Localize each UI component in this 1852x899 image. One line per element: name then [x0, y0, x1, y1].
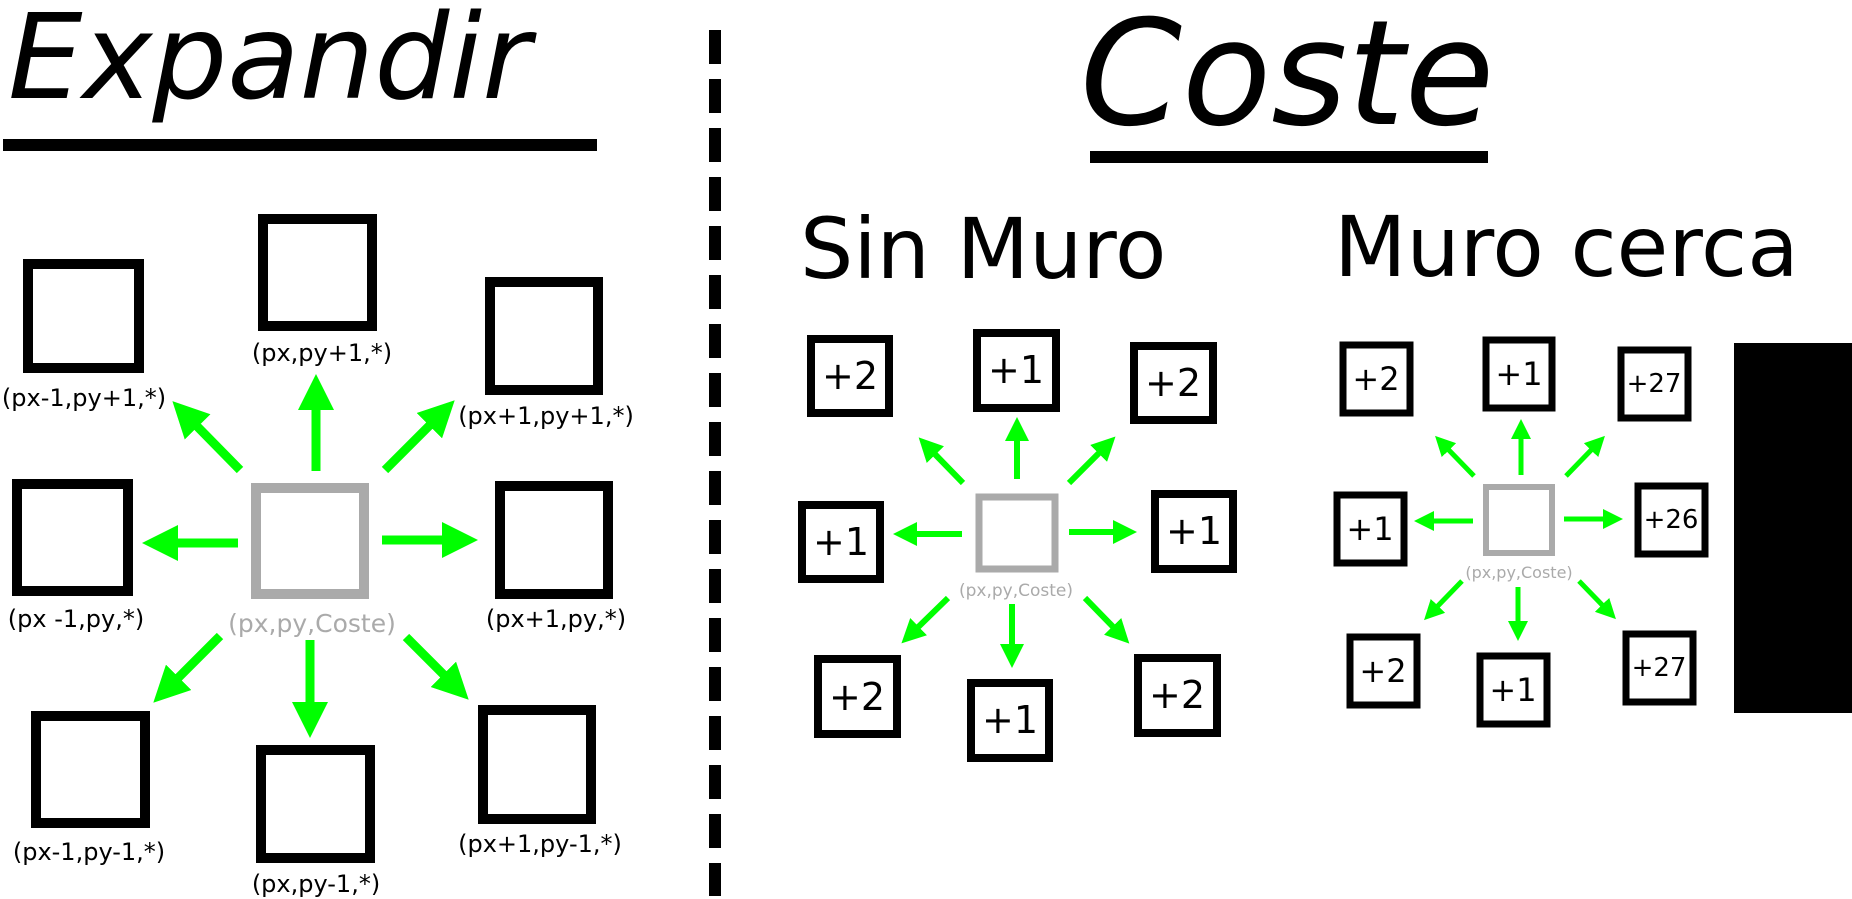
neighbor-box-ne — [485, 277, 603, 395]
muro-cerca-center-label: (px,py,Coste) — [1465, 563, 1572, 582]
neighbor-box-sw — [31, 711, 150, 828]
coste-title-underline — [1090, 151, 1488, 163]
muro-cerca-box-nw — [1339, 341, 1414, 417]
label-s: (px,py-1,*) — [252, 870, 380, 898]
sin-muro-cost-ne: +2 — [1145, 361, 1201, 405]
sin-muro-box-se — [1134, 654, 1221, 737]
muro-cerca-cost-ne: +27 — [1627, 369, 1682, 399]
arrow-sw — [153, 632, 224, 703]
muro-cerca-center-box — [1483, 484, 1555, 556]
sin-muro-box-s — [967, 679, 1053, 762]
muro-cerca-title: Muro cerca — [1334, 198, 1799, 296]
muro-cerca-box-se — [1622, 630, 1697, 706]
sin-muro-center-box — [975, 493, 1059, 573]
expandir-title-underline — [3, 139, 597, 151]
muro-cerca-cost-e: +26 — [1644, 505, 1699, 535]
muro-cerca-cost-se: +27 — [1632, 653, 1687, 683]
coste-title: Coste — [1080, 0, 1494, 159]
neighbor-box-w — [12, 479, 133, 596]
neighbor-box-e — [495, 481, 613, 599]
muro-cerca-arrow-ne — [1564, 435, 1605, 478]
sin-muro-cost-sw: +2 — [829, 675, 885, 719]
sin-muro-cost-s: +1 — [982, 698, 1038, 742]
muro-cerca-box-e — [1634, 482, 1709, 558]
muro-cerca-cost-w: +1 — [1346, 510, 1393, 548]
sin-muro-title: Sin Muro — [800, 200, 1166, 298]
arrow-ne — [381, 400, 455, 474]
sin-muro-cost-nw: +2 — [822, 354, 878, 398]
arrow-nw — [172, 401, 244, 474]
sin-muro-arrow-se — [1082, 595, 1130, 644]
sin-muro-box-n — [973, 329, 1060, 412]
label-se: (px+1,py-1,*) — [458, 830, 622, 858]
sin-muro-box-e — [1151, 490, 1237, 573]
sin-muro-box-sw — [814, 655, 901, 738]
label-w: (px -1,py,*) — [8, 605, 144, 633]
sin-muro-group: Sin Muro +2 +1 +2 +1 +1 +2 +1 +2 (px,py,… — [798, 200, 1237, 762]
center-node-label: (px,py,Coste) — [228, 609, 396, 638]
muro-cerca-box-w — [1333, 491, 1408, 567]
label-e: (px+1,py,*) — [486, 605, 626, 633]
sin-muro-arrow-ne — [1066, 436, 1116, 486]
neighbor-box-s — [256, 745, 375, 863]
muro-cerca-box-s — [1476, 652, 1551, 728]
expandir-panel: Expandir (px,py,Coste) (px,py+1,*) (px-1… — [2, 0, 634, 898]
wall-block — [1734, 343, 1852, 713]
sin-muro-box-ne — [1130, 342, 1217, 424]
coste-panel: Coste Sin Muro +2 +1 +2 +1 +1 +2 +1 +2 (… — [798, 0, 1852, 762]
muro-cerca-box-sw — [1346, 633, 1421, 709]
muro-cerca-arrow-nw — [1435, 435, 1476, 478]
sin-muro-cost-se: +2 — [1149, 673, 1205, 717]
muro-cerca-cost-nw: +2 — [1352, 360, 1399, 398]
neighbor-box-nw — [23, 259, 144, 373]
sin-muro-cost-e: +1 — [1166, 509, 1222, 553]
label-nw: (px-1,py+1,*) — [2, 384, 166, 412]
neighbor-box-n — [258, 214, 377, 331]
muro-cerca-cost-sw: +2 — [1359, 652, 1406, 690]
sin-muro-box-w — [798, 501, 884, 583]
label-sw: (px-1,py-1,*) — [13, 838, 165, 866]
sin-muro-center-label: (px,py,Coste) — [959, 581, 1073, 601]
muro-cerca-arrow-sw — [1424, 579, 1464, 621]
muro-cerca-box-n — [1482, 336, 1556, 412]
muro-cerca-box-ne — [1617, 346, 1692, 422]
expandir-title: Expandir — [8, 0, 537, 126]
arrow-se — [402, 633, 469, 700]
neighbor-box-se — [478, 705, 596, 824]
center-node-box — [251, 483, 369, 599]
label-ne: (px+1,py+1,*) — [458, 402, 634, 430]
muro-cerca-cost-n: +1 — [1495, 355, 1542, 393]
muro-cerca-group: Muro cerca +2 +1 +27 +1 +26 +2 +1 +27 (p… — [1333, 198, 1852, 728]
sin-muro-arrow-sw — [901, 595, 951, 644]
sin-muro-cost-n: +1 — [988, 348, 1044, 392]
sin-muro-box-nw — [807, 335, 893, 417]
muro-cerca-arrow-se — [1577, 579, 1616, 620]
sin-muro-arrow-nw — [918, 437, 966, 486]
label-n: (px,py+1,*) — [252, 339, 392, 367]
muro-cerca-cost-s: +1 — [1489, 671, 1536, 709]
sin-muro-cost-w: +1 — [813, 520, 869, 564]
